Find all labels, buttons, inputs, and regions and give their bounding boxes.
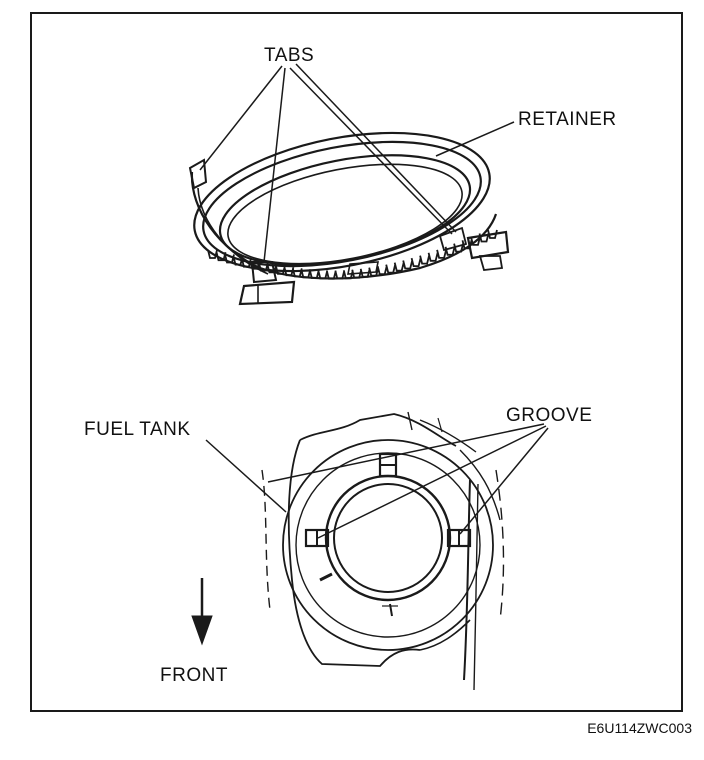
- retainer-label: RETAINER: [518, 109, 617, 130]
- retainer-illustration: [188, 131, 510, 306]
- retainer-leader-line: [435, 121, 515, 157]
- fuel-tank-illustration: [261, 411, 505, 691]
- front-label: FRONT: [160, 665, 228, 686]
- fuel-tank-leader-line: [205, 439, 287, 513]
- figure-code: E6U114ZWC003: [587, 720, 692, 736]
- fuel-tank-label: FUEL TANK: [84, 419, 191, 440]
- groove-label: GROOVE: [506, 405, 593, 426]
- front-arrow-icon: [191, 578, 213, 646]
- groove-leader-lines: [267, 423, 549, 539]
- tabs-label: TABS: [264, 45, 315, 66]
- diagram-frame: [30, 12, 683, 712]
- tabs-leader-lines: [199, 63, 457, 263]
